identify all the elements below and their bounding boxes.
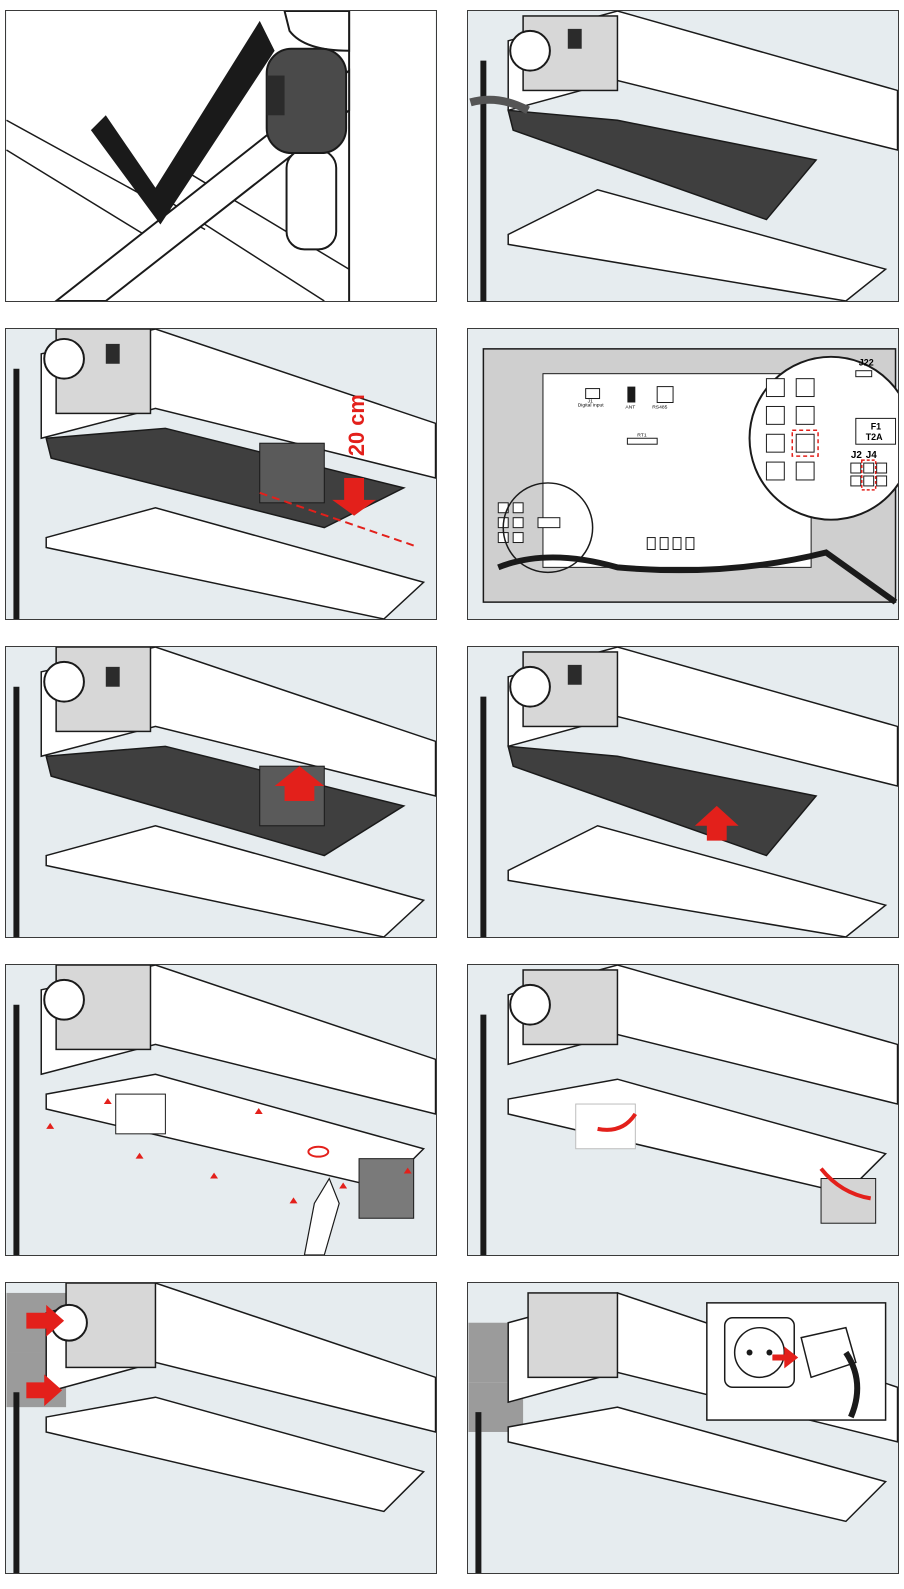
step-5-illustration	[13, 647, 436, 937]
step-2-illustration	[469, 11, 898, 301]
down-arrow-icon	[332, 477, 376, 516]
step-3-illustration: 20 cm	[13, 329, 436, 619]
step-4-panel: Digital input J1 ANT RS485 RT1 J22	[467, 328, 899, 620]
ant-label: ANT	[625, 404, 635, 410]
digital-input-label: Digital input	[578, 402, 605, 408]
up-arrow-icon	[274, 766, 325, 801]
distance-label: 20 cm	[344, 394, 369, 456]
step-10-illustration	[468, 1292, 898, 1573]
step-8-panel	[467, 964, 899, 1256]
f1-label: F1	[871, 421, 881, 431]
step-2-panel	[467, 10, 899, 302]
left-arrow-icon	[772, 1346, 799, 1369]
power-plug-icon	[800, 1326, 857, 1379]
rt1-label: RT1	[637, 432, 647, 438]
step-1-illustration	[6, 11, 436, 301]
step-10-panel	[467, 1282, 899, 1574]
t2a-label: T2A	[866, 432, 883, 442]
step-4-illustration: Digital input J1 ANT RS485 RT1 J22	[468, 329, 898, 619]
step-3-panel: 20 cm	[5, 328, 437, 620]
step-7-illustration	[13, 965, 436, 1255]
terminal-header-j2: J2	[851, 450, 863, 461]
step-6-panel	[467, 646, 899, 938]
step-9-panel	[5, 1282, 437, 1574]
j1-label: J1	[588, 398, 593, 404]
step-9-illustration	[6, 1283, 436, 1573]
checkmark-icon	[90, 20, 275, 225]
rs485-label: RS485	[652, 404, 667, 410]
j22-label: J22	[859, 358, 874, 368]
right-arrow-icon	[26, 1304, 65, 1337]
step-7-panel	[5, 964, 437, 1256]
step-1-panel	[5, 10, 437, 302]
step-6-illustration	[480, 647, 898, 937]
terminal-header-j4: J4	[866, 450, 878, 461]
step-8-illustration	[480, 965, 898, 1255]
up-arrow-icon	[694, 805, 739, 841]
step-5-panel	[5, 646, 437, 938]
right-arrow-icon	[26, 1374, 63, 1407]
